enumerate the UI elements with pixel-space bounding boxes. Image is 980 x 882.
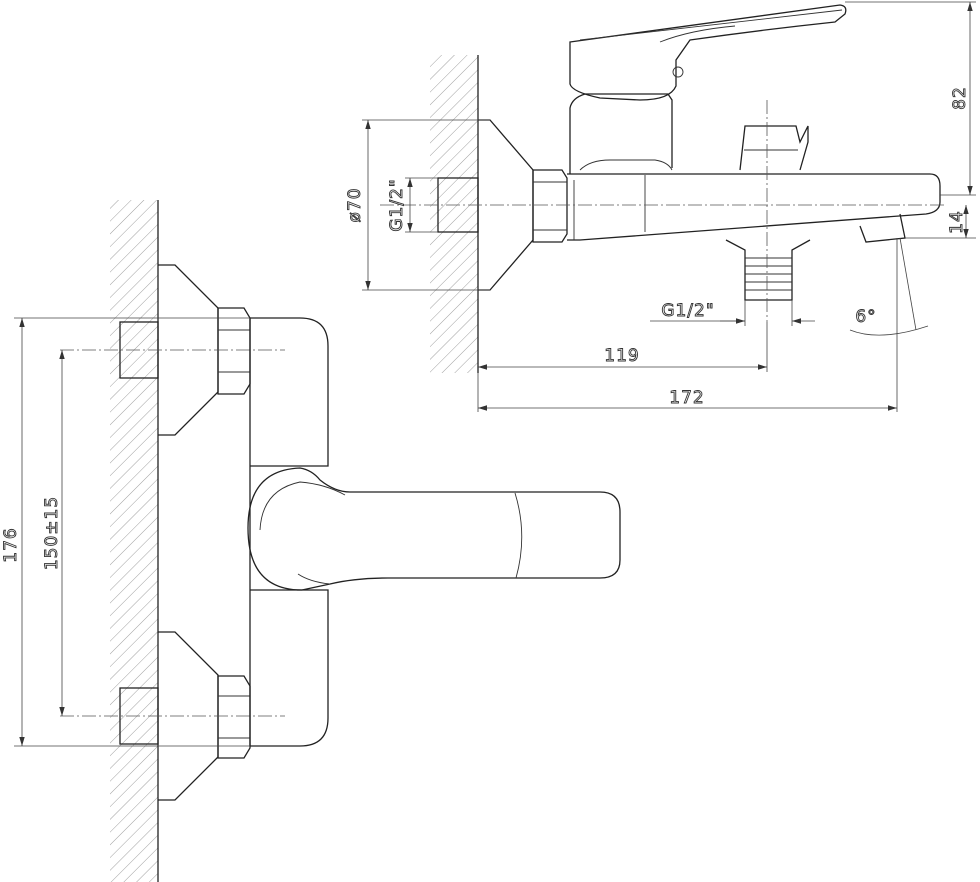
dimension-70: ø70 [345, 119, 490, 291]
dimension-150-label: 150±15 [42, 496, 62, 570]
dimension-82: 82 [845, 1, 976, 196]
dimension-thread-left-label: G1/2" [387, 178, 407, 231]
dimension-thread-left: G1/2" [387, 177, 438, 233]
dimension-172-label: 172 [669, 388, 704, 408]
dimension-176: 176 [1, 317, 250, 747]
dimension-119-label: 119 [604, 346, 639, 366]
front-view [60, 200, 621, 882]
mixer-body-front [250, 317, 329, 747]
dimension-angle: 6° [849, 237, 929, 412]
dimension-angle-label: 6° [855, 307, 876, 327]
dimension-14-label: 14 [947, 210, 967, 234]
dimension-thread-bottom: G1/2" [650, 300, 815, 326]
dimension-119: 119 [477, 322, 768, 412]
dimension-150: 150±15 [42, 350, 65, 716]
dimension-14: 14 [905, 205, 976, 239]
lever-side [569, 4, 847, 101]
lever-handle-front [247, 467, 621, 591]
spout-side [567, 173, 941, 241]
dimension-82-label: 82 [950, 86, 970, 110]
upper-connection [60, 264, 285, 436]
wall-hatch-front [110, 200, 158, 882]
lower-connection [60, 631, 285, 801]
dimension-172: 172 [478, 388, 897, 411]
dimension-176-label: 176 [1, 527, 21, 562]
dimension-thread-bottom-label: G1/2" [661, 301, 714, 321]
dimension-70-label: ø70 [345, 187, 365, 222]
wall-hatch-side [430, 55, 478, 373]
side-view [380, 4, 945, 373]
